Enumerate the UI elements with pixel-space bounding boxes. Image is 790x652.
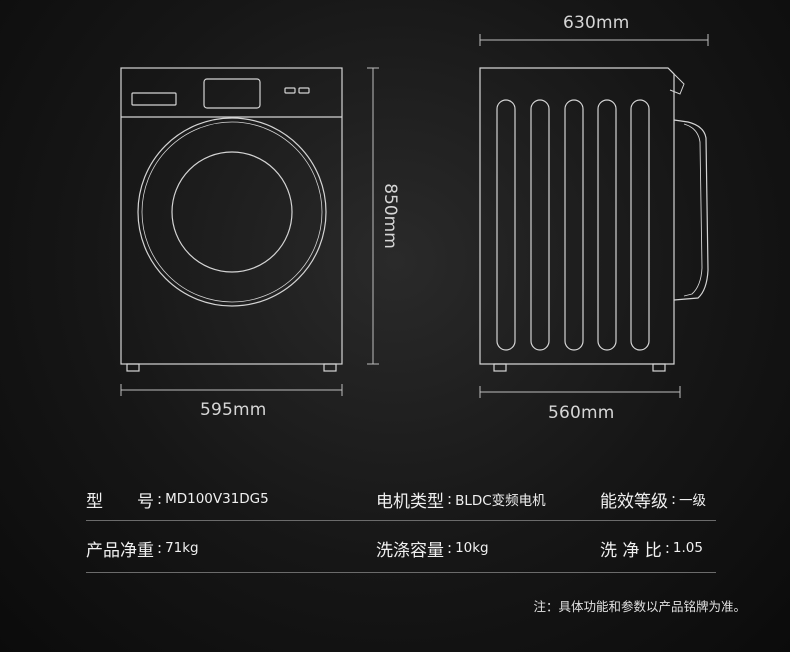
side-foot-right [652, 363, 666, 372]
side-foot-left [493, 363, 507, 372]
spec-colon: : [157, 539, 163, 557]
detergent-drawer [131, 92, 177, 106]
spec-row-1: 型 号 : MD100V31DG5 电机类型 : BLDC变频电机 能效等级 :… [86, 475, 716, 523]
front-width-label: 595mm [200, 400, 267, 420]
spec-colon: : [671, 490, 677, 508]
side-rib-2 [530, 99, 550, 351]
side-body-outline [479, 67, 675, 365]
technical-drawing [120, 34, 709, 398]
door-inner-ring [141, 121, 323, 303]
overall-depth-label: 630mm [563, 13, 630, 33]
front-body-outline [120, 67, 343, 365]
side-rib-5 [630, 99, 650, 351]
panel-button-2 [298, 87, 310, 94]
dimension-height [367, 67, 379, 365]
side-rib-3 [564, 99, 584, 351]
side-depth-label: 560mm [548, 403, 615, 423]
dimension-overall-depth [479, 34, 709, 46]
door-outer-ring [137, 117, 327, 307]
front-view-washer [120, 67, 343, 372]
display-panel [203, 78, 261, 109]
panel-button-1 [284, 87, 296, 94]
spec-value: 1.05 [672, 540, 703, 556]
spec-colon: : [664, 539, 670, 557]
spec-colon: : [447, 539, 453, 557]
spec-label: 型 号 [86, 491, 154, 512]
side-rib-4 [597, 99, 617, 351]
side-rib-1 [496, 99, 516, 351]
side-top-panel [669, 69, 685, 95]
footnote: 注：具体功能和参数以产品铭牌为准。 [533, 599, 746, 614]
height-label: 850mm [380, 183, 400, 249]
front-foot-right [323, 363, 337, 372]
spec-value: 一级 [679, 493, 707, 509]
side-view-washer [479, 67, 709, 372]
spec-label: 洗涤容量 [376, 540, 444, 561]
spec-wash-ratio: 洗 净 比 : 1.05 [600, 524, 703, 572]
spec-value: MD100V31DG5 [165, 491, 269, 507]
spec-label: 能效等级 [600, 491, 668, 512]
spec-value: BLDC变频电机 [455, 493, 546, 509]
spec-label: 电机类型 [376, 491, 444, 512]
spec-wash-capacity: 洗涤容量 : 10kg [376, 524, 489, 572]
dimension-front-width [120, 384, 343, 396]
spec-label: 产品净重 [86, 540, 154, 561]
spec-colon: : [447, 490, 453, 508]
spec-value: 10kg [455, 540, 489, 556]
spec-model: 型 号 : MD100V31DG5 [86, 475, 269, 523]
spec-net-weight: 产品净重 : 71kg [86, 524, 199, 572]
spec-value: 71kg [165, 540, 199, 556]
spec-divider-1 [86, 520, 716, 521]
side-door-bulge-inner [683, 123, 703, 297]
spec-divider-2 [86, 572, 716, 573]
spec-motor-type: 电机类型 : BLDC变频电机 [376, 475, 546, 523]
spec-energy-grade: 能效等级 : 一级 [600, 475, 706, 523]
spec-row-2: 产品净重 : 71kg 洗涤容量 : 10kg 洗 净 比 : 1.05 [86, 524, 716, 572]
side-door-bulge-outer [673, 119, 709, 301]
door-glass [171, 151, 293, 273]
front-foot-left [126, 363, 140, 372]
dimension-side-depth [479, 386, 681, 398]
spec-colon: : [157, 490, 163, 508]
spec-label: 洗 净 比 [600, 540, 662, 561]
